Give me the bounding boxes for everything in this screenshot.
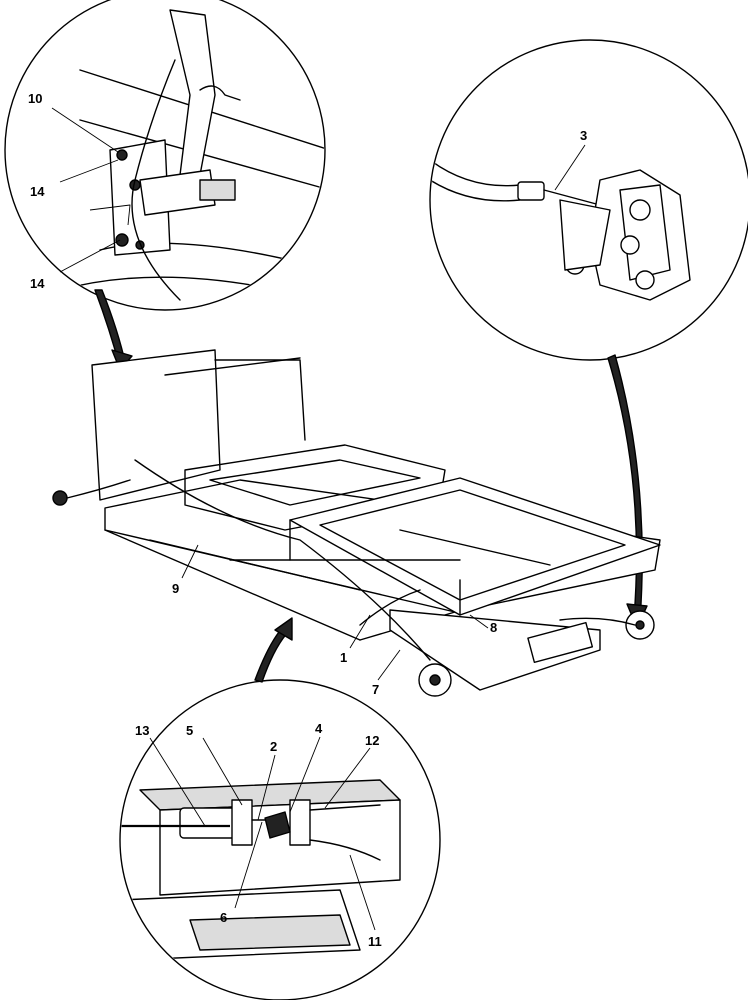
detail-arrows — [94, 289, 648, 683]
callout-14-upper: 14 — [30, 184, 45, 199]
callout-2: 2 — [270, 739, 277, 754]
callout-1: 1 — [340, 650, 347, 665]
detail-circle-equalizer — [119, 679, 441, 1000]
callout-10: 10 — [28, 91, 42, 106]
vehicle-frame — [52, 349, 661, 697]
detail-circle-caliper — [429, 39, 748, 361]
callout-6: 6 — [220, 910, 227, 925]
callout-14-lower: 14 — [30, 276, 45, 291]
callout-11: 11 — [368, 934, 382, 949]
callout-9: 9 — [172, 581, 179, 596]
callout-3: 3 — [580, 128, 587, 143]
leader-lines — [51, 107, 586, 931]
callout-12: 12 — [365, 733, 379, 748]
callout-4: 4 — [315, 721, 323, 736]
callout-7: 7 — [372, 682, 379, 697]
callout-labels: 1 2 3 4 5 6 7 8 9 10 11 12 13 14 14 — [28, 91, 587, 949]
callout-8: 8 — [490, 620, 497, 635]
detail-circle-pedal-linkage — [4, 0, 326, 311]
callout-5: 5 — [186, 723, 193, 738]
callout-13: 13 — [135, 723, 149, 738]
